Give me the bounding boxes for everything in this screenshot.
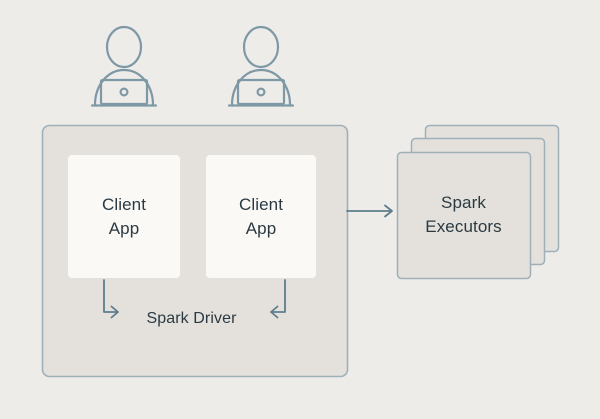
client-app-1-to-driver-connector bbox=[103, 279, 119, 319]
user-body-icon bbox=[230, 68, 292, 107]
user-body-icon bbox=[93, 68, 155, 107]
client-app-1-to-driver-line bbox=[103, 279, 118, 313]
client-app-1-card[interactable] bbox=[68, 155, 180, 278]
user-icon-2 bbox=[227, 25, 295, 107]
laptop-dot-icon bbox=[119, 87, 129, 97]
client-app-2-card[interactable] bbox=[206, 155, 316, 278]
client-app-1-to-driver-arrowhead bbox=[110, 305, 119, 319]
driver-to-executors-arrowhead bbox=[384, 204, 393, 218]
driver-to-executors-connector bbox=[346, 204, 393, 218]
laptop-screen-icon bbox=[236, 78, 286, 106]
user-icon-1 bbox=[90, 25, 158, 107]
client-app-2-to-driver-line bbox=[271, 279, 286, 313]
laptop-dot-icon bbox=[256, 87, 266, 97]
laptop-screen-icon bbox=[99, 78, 149, 106]
client-app-2-to-driver-arrowhead bbox=[270, 305, 279, 319]
client-app-2-to-driver-connector bbox=[270, 279, 286, 319]
user-head-icon bbox=[105, 25, 143, 69]
spark-executor-card-front[interactable] bbox=[396, 151, 532, 280]
user-head-icon bbox=[242, 25, 280, 69]
